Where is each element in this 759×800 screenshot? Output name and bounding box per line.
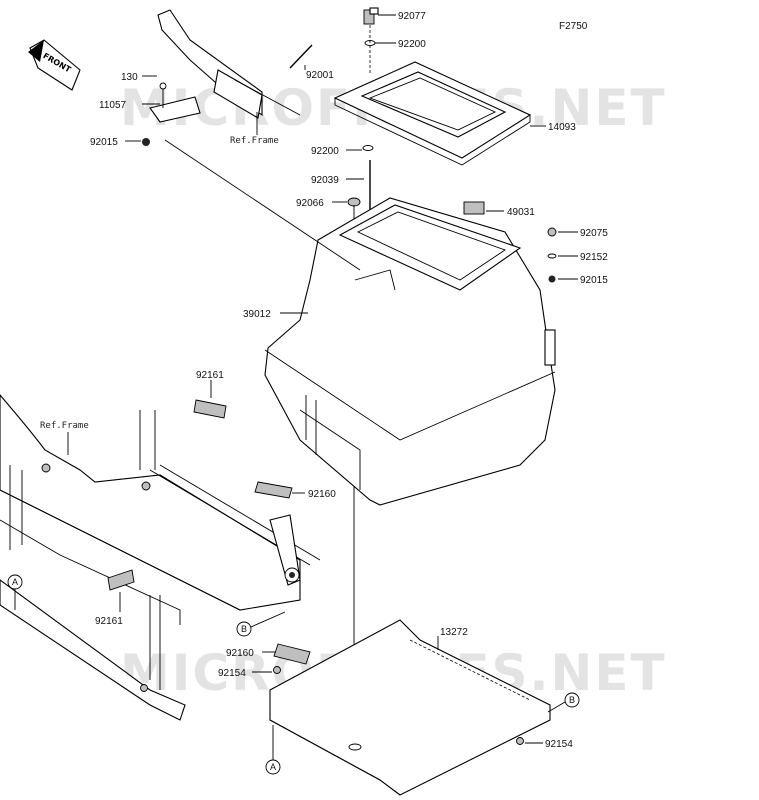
clip-92075-icon bbox=[547, 227, 557, 237]
plate-13272 bbox=[269, 619, 551, 796]
storage-box-39012 bbox=[264, 197, 556, 506]
washer-92152-icon bbox=[547, 253, 557, 259]
callout-a-upper: A bbox=[7, 574, 23, 610]
ref-frame-upper: Ref.Frame bbox=[230, 136, 279, 146]
pad-92161-lower-icon bbox=[107, 569, 135, 591]
rear-frame bbox=[0, 394, 321, 721]
label-92039[interactable]: 92039 bbox=[311, 175, 339, 186]
label-92077[interactable]: 92077 bbox=[398, 11, 426, 22]
bolt-130-icon bbox=[159, 82, 167, 90]
callout-b-left: B bbox=[236, 611, 286, 637]
nut-92015-icon bbox=[142, 138, 150, 146]
nut-92015b-icon bbox=[548, 275, 556, 283]
label-92075[interactable]: 92075 bbox=[580, 228, 608, 239]
label-92154-right[interactable]: 92154 bbox=[545, 739, 573, 750]
bolt-92154a-icon bbox=[273, 666, 281, 674]
washer-92200b-icon bbox=[362, 145, 374, 151]
label-130[interactable]: 130 bbox=[121, 72, 138, 83]
bolt-92001-icon bbox=[289, 44, 313, 69]
callout-a-upper-label: A bbox=[12, 577, 18, 587]
label-11057[interactable]: 11057 bbox=[99, 100, 127, 111]
pad-92160-upper-icon bbox=[254, 481, 293, 499]
callout-a-lower: A bbox=[265, 725, 281, 775]
clip-49031-icon bbox=[463, 201, 485, 215]
callout-a-lower-label: A bbox=[270, 762, 276, 772]
label-92001[interactable]: 92001 bbox=[306, 70, 334, 81]
ref-frame-lower: Ref.Frame bbox=[40, 421, 89, 431]
lid-14093 bbox=[333, 61, 532, 166]
label-92152[interactable]: 92152 bbox=[580, 252, 608, 263]
label-92160-lower[interactable]: 92160 bbox=[226, 648, 254, 659]
front-arrow-icon: FRONT bbox=[28, 39, 81, 91]
bracket-11057 bbox=[149, 9, 301, 123]
label-92161-upper[interactable]: 92161 bbox=[196, 370, 224, 381]
label-92161-lower[interactable]: 92161 bbox=[95, 616, 123, 627]
label-39012[interactable]: 39012 bbox=[243, 309, 271, 320]
label-14093[interactable]: 14093 bbox=[548, 122, 576, 133]
label-92015-upper[interactable]: 92015 bbox=[90, 137, 118, 148]
label-92015-lower[interactable]: 92015 bbox=[580, 275, 608, 286]
label-92154-left[interactable]: 92154 bbox=[218, 668, 246, 679]
callout-b-right-label: B bbox=[569, 695, 575, 705]
label-92160-upper[interactable]: 92160 bbox=[308, 489, 336, 500]
knob-92077-icon bbox=[363, 7, 379, 25]
diagram-code: F2750 bbox=[559, 21, 588, 32]
label-49031[interactable]: 49031 bbox=[507, 207, 535, 218]
callout-b-right: B bbox=[547, 692, 580, 713]
label-92200-lower[interactable]: 92200 bbox=[311, 146, 339, 157]
label-92066[interactable]: 92066 bbox=[296, 198, 324, 209]
label-13272[interactable]: 13272 bbox=[440, 627, 468, 638]
callout-b-left-label: B bbox=[241, 624, 247, 634]
label-92200-upper[interactable]: 92200 bbox=[398, 39, 426, 50]
bolt-92154b-icon bbox=[516, 737, 524, 745]
cap-92066-icon bbox=[347, 197, 361, 207]
pad-92161-upper-icon bbox=[193, 399, 227, 419]
